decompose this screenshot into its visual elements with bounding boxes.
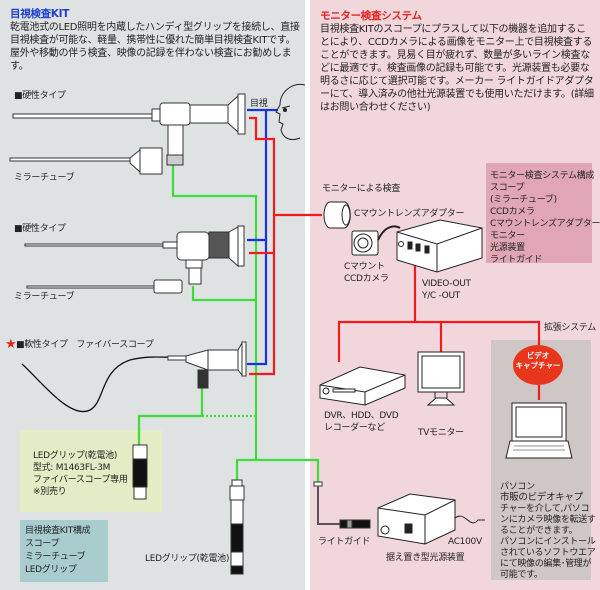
kit-components-box: [20, 520, 108, 582]
dvr-label-2: レコーダーなど: [324, 423, 385, 433]
system-components-line-5: Cマウントレンズアダプター: [490, 219, 600, 229]
monitor-system-description: 目視検査KITのスコープにプラスして以下の機器を追加することにより、CCDカメラ…: [320, 24, 594, 113]
pc-title: パソコン: [500, 482, 535, 492]
system-components-line-2: スコープ: [490, 183, 525, 193]
red-line-video-out: [337, 265, 541, 362]
pc-desc-line-8: 可能です。: [500, 570, 543, 580]
led-grip-label: LEDグリップ(乾電池): [145, 554, 230, 564]
scope-label-fiber: ■軟性タイプ ファイバースコープ: [16, 340, 154, 350]
monitor-inspection-label: モニターによる検査: [322, 184, 401, 194]
eye-label: 目視: [250, 99, 268, 109]
scope-label-rigid-2: ■硬性タイプ: [14, 224, 66, 234]
ccd-camera-label-2: CCDカメラ: [344, 274, 389, 284]
system-components-line-8: ライトガイド: [490, 255, 543, 265]
rigid-scope-2: [24, 225, 245, 285]
system-components-line-1: モニター検査システム構成: [490, 171, 595, 181]
capture-badge-line-2: キャプチャー: [515, 361, 561, 370]
power-label: AC100V: [448, 537, 482, 547]
video-out-label-2: Y/C -OUT: [422, 291, 460, 301]
dvr-label-1: DVR、HDD、DVD: [324, 411, 399, 421]
pc-desc-line-7: にて映像の編集･管理が: [500, 559, 592, 569]
led-note-line-3: ファイバースコープ専用: [33, 475, 128, 485]
mirror-tube-label-2: ミラーチューブ: [14, 292, 75, 302]
red-line-main: [249, 116, 276, 376]
kit-title: 目視検査KIT: [10, 8, 70, 20]
green-line-fiber: [137, 388, 204, 445]
system-components-line-3: (ミラーチューブ): [490, 195, 557, 205]
capture-badge-line-1: ビデオ: [526, 351, 550, 360]
led-note-line-2: 型式: M1463FL-3M: [33, 463, 111, 473]
led-grip-large: [229, 479, 245, 575]
face-icon: [275, 83, 306, 141]
led-grip-small: [132, 444, 148, 500]
star-marker: ★: [5, 337, 17, 352]
system-components-box: [486, 163, 592, 263]
green-line-grip-2: [191, 286, 256, 302]
ccd-camera-label-1: Cマウント: [344, 262, 385, 272]
system-components-line-6: モニター: [490, 231, 525, 241]
pc-desc-line-3: ンにカメラ映像を転送す: [500, 515, 596, 525]
led-note-line-1: LEDグリップ(乾電池): [33, 451, 118, 461]
kit-components-line-4: LEDグリップ: [25, 565, 77, 575]
scope-label-rigid-1: ■硬性タイプ: [14, 91, 66, 101]
pc-desc-line-2: チャーを介して,パソコ: [500, 504, 590, 514]
kit-components-line-1: 目視検査KIT構成: [25, 526, 91, 536]
light-source-label: 据え置き型光源装置: [386, 553, 465, 563]
light-guide-label: ライトガイド: [318, 537, 371, 547]
pc-desc-line-5: パソコンにインストール: [500, 537, 596, 547]
light-source-icon: [377, 493, 485, 545]
dvr-recorder-icon: [319, 366, 406, 406]
tv-monitor-label: TVモニター: [418, 428, 464, 438]
monitor-system-title: モニター検査システム: [320, 10, 422, 22]
fiberscope: [21, 341, 247, 413]
green-line-grip-1: [171, 164, 258, 460]
mirror-tube-label-1: ミラーチューブ: [14, 173, 75, 183]
mirror-tube-1: [9, 147, 163, 175]
light-guide-icon: [313, 481, 371, 529]
green-line-lightguide: [256, 458, 320, 482]
expansion-system-label: 拡張システム: [544, 323, 596, 333]
kit-components-line-2: スコープ: [25, 539, 60, 549]
led-note-line-4: ※別売り: [33, 487, 67, 497]
pc-desc-line-1: 市販のビデオキャプ: [500, 492, 583, 503]
laptop-icon: [505, 402, 573, 459]
pc-desc-line-6: されているソフトウエア: [500, 548, 596, 558]
rigid-scope-1: [12, 93, 246, 166]
video-out-label-1: VIDEO-OUT: [422, 279, 471, 289]
blue-line: [247, 108, 278, 366]
green-line-led: [235, 458, 256, 480]
ccd-camera-icon: [351, 225, 401, 256]
tv-monitor-icon: [417, 351, 465, 406]
lens-adapter-label: Cマウントレンズアダプター: [354, 209, 465, 219]
system-components-line-4: CCDカメラ: [490, 207, 535, 217]
mirror-tube-2: [26, 279, 183, 294]
kit-description: 乾電池式のLED照明を内蔵したハンディ型グリップを接続し、直接目視検査が可能な、…: [10, 22, 300, 72]
kit-components-line-3: ミラーチューブ: [25, 552, 86, 562]
video-capture-badge: ビデオ キャプチャー: [513, 345, 563, 385]
lens-adapter-icon: [323, 201, 351, 229]
system-components-line-7: 光源装置: [490, 243, 525, 253]
pc-desc-line-4: ることができます。: [500, 526, 578, 536]
camera-control-unit: [396, 219, 483, 273]
